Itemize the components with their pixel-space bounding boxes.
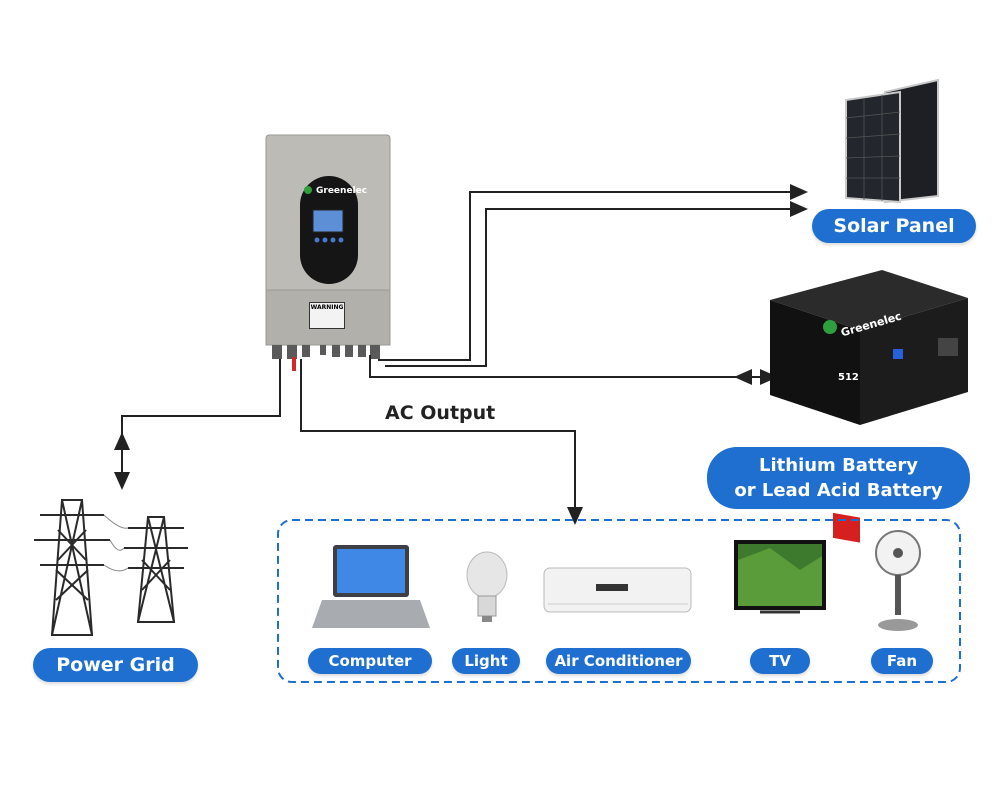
air-conditioner-icon [543, 567, 692, 613]
solar-wires [378, 184, 808, 367]
appliances-box [277, 519, 961, 683]
ac-output-wire [300, 359, 583, 525]
solar-panel-label: Solar Panel [812, 209, 976, 243]
tv-icon [734, 540, 826, 614]
grid-wire [114, 359, 281, 490]
appliance-label-air-conditioner: Air Conditioner [546, 648, 691, 674]
battery-display: 512 [838, 372, 859, 383]
appliance-label-fan: Fan [871, 648, 933, 674]
battery-wire [369, 355, 778, 385]
appliance-label-tv: TV [750, 648, 810, 674]
power-grid-label: Power Grid [33, 648, 198, 682]
power-grid-icon [34, 499, 188, 636]
ac-output-label: AC Output [385, 402, 496, 424]
battery-label: Lithium Battery or Lead Acid Battery [707, 447, 970, 509]
lcd-screen [312, 209, 344, 233]
computer-icon [312, 545, 430, 628]
inverter [265, 134, 391, 371]
solar-panel-icon [845, 78, 939, 204]
battery-label-line1: Lithium Battery [759, 455, 918, 476]
logo-icon [304, 186, 312, 194]
light-bulb-icon [466, 551, 508, 622]
inverter-brand: Greenelec [316, 186, 368, 196]
warning-sticker: WARNING [309, 302, 345, 329]
fan-icon [875, 530, 921, 631]
appliance-label-light: Light [452, 648, 520, 674]
battery-label-line2: or Lead Acid Battery [734, 480, 943, 501]
warning-title: WARNING [310, 304, 344, 311]
appliance-label-computer: Computer [308, 648, 432, 674]
